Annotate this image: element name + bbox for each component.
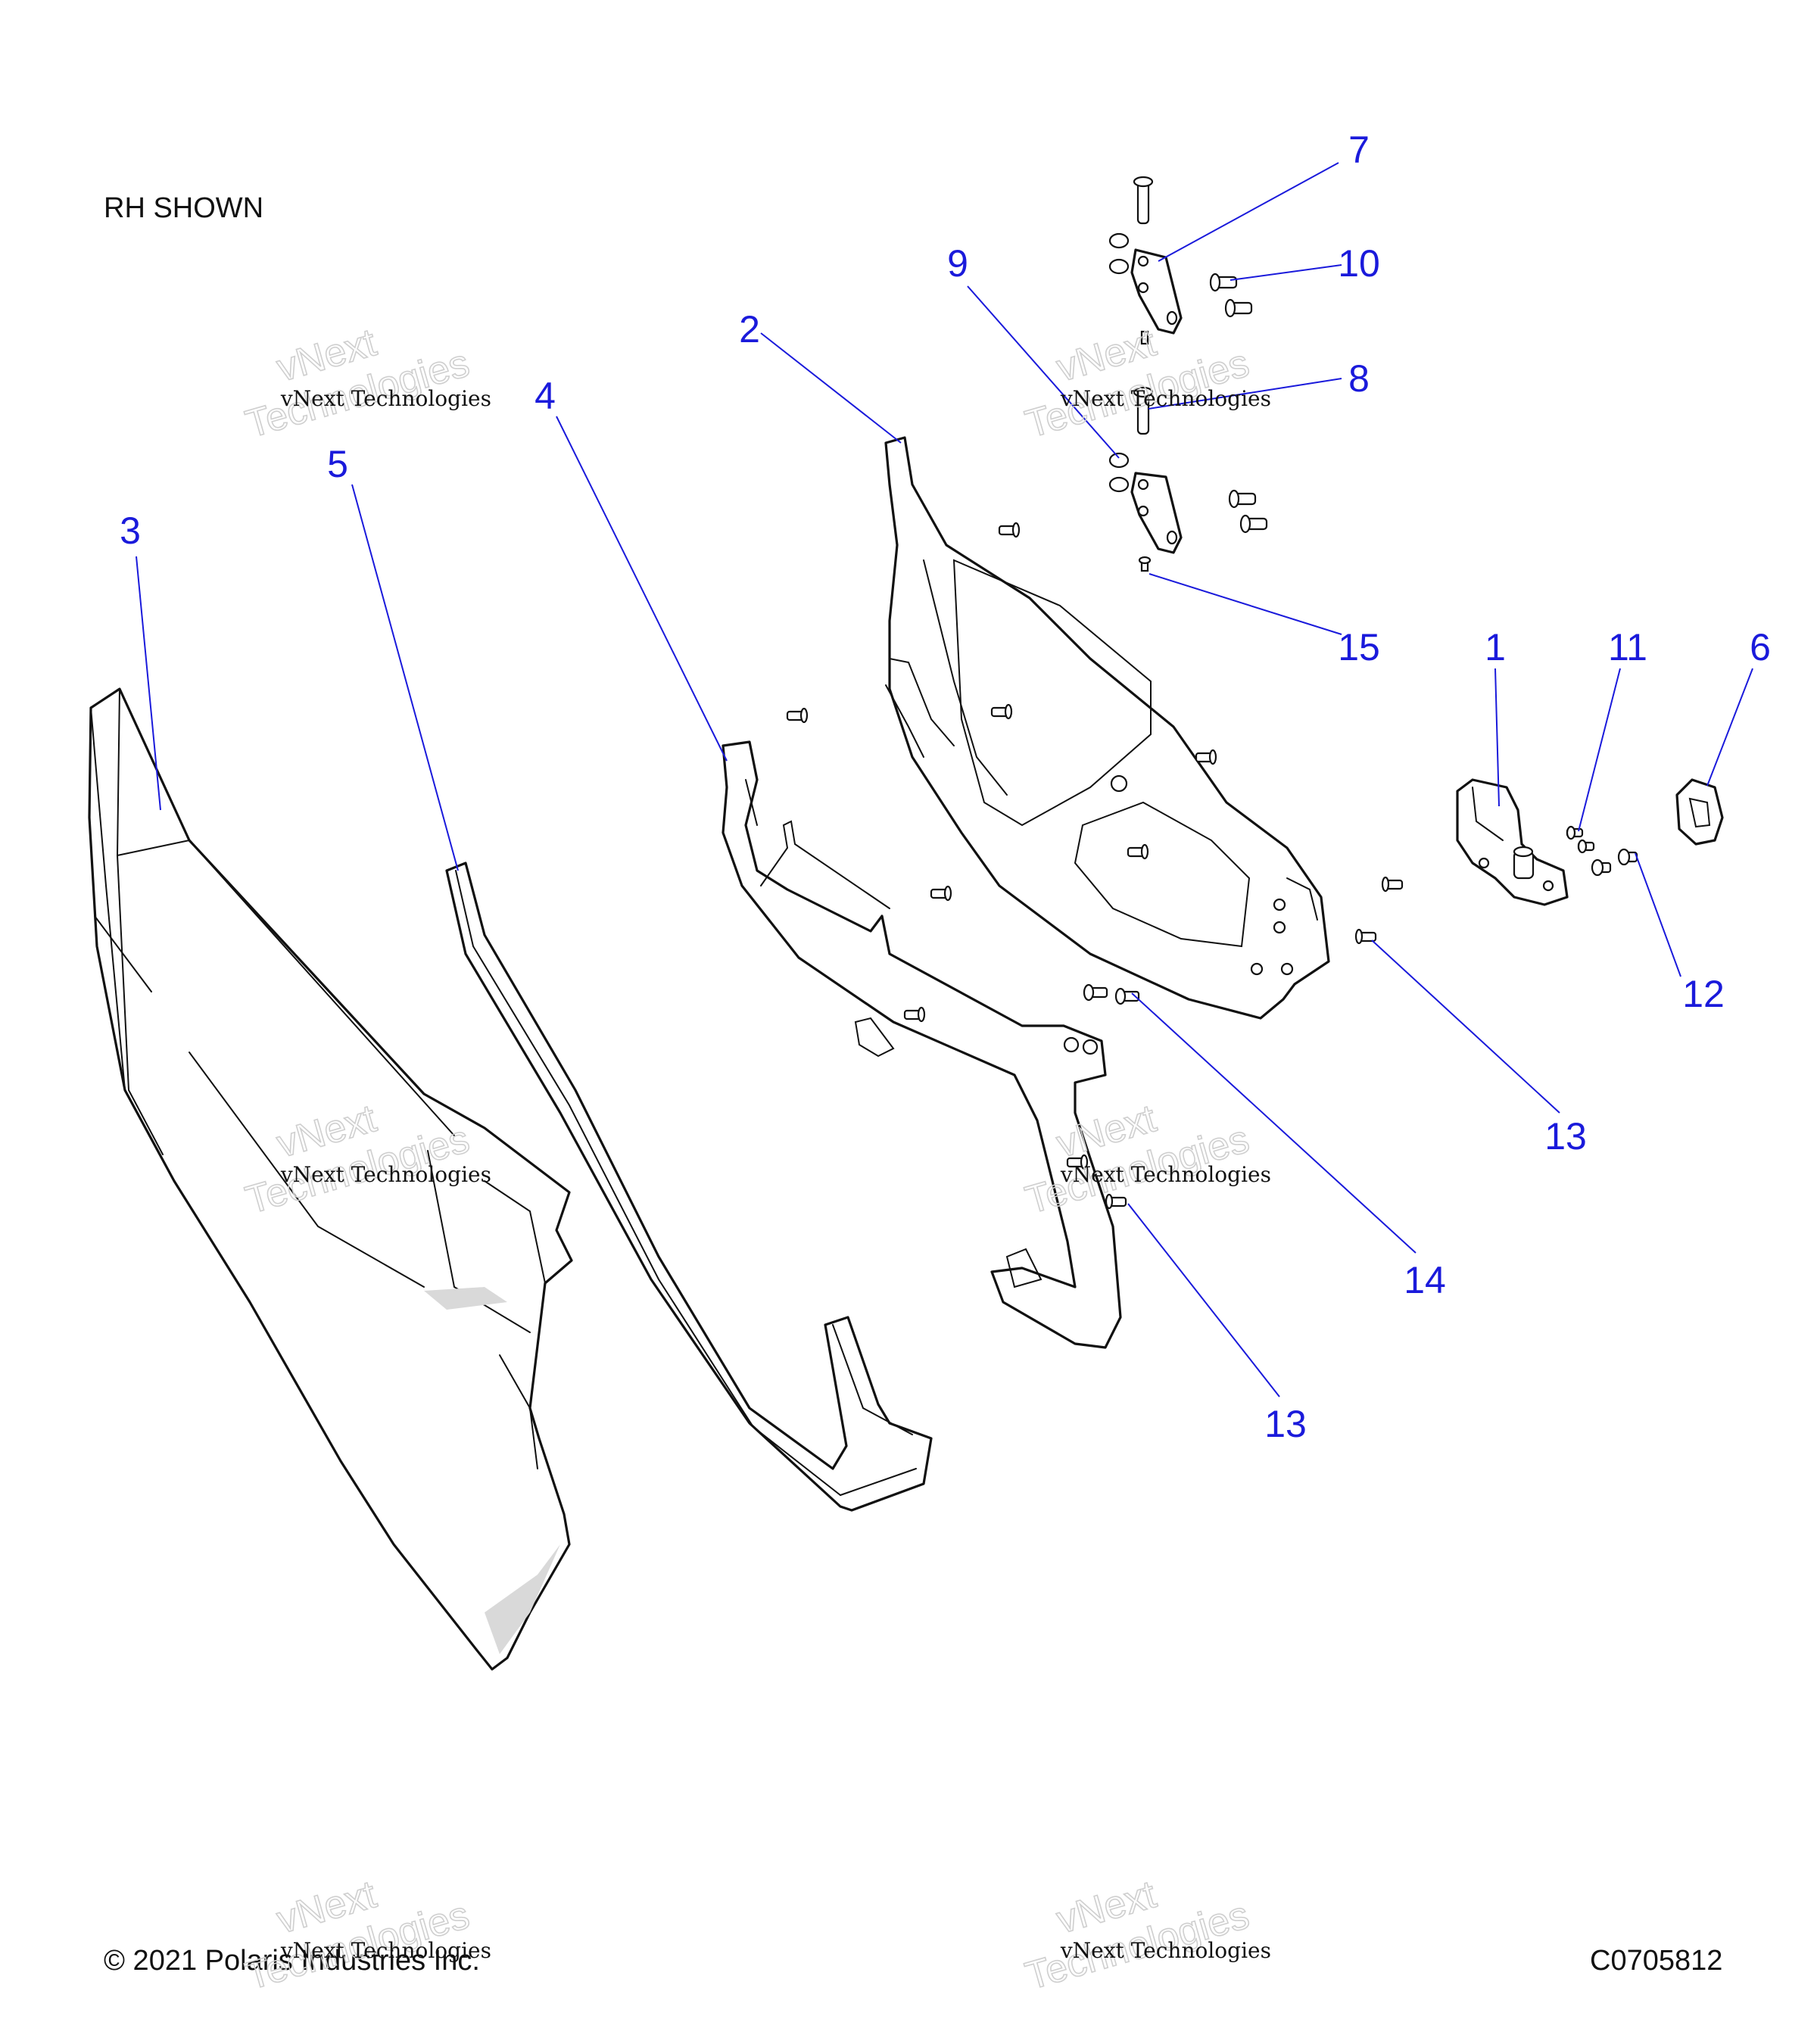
callout-15: 15 [1338, 626, 1380, 668]
screw-15 [1138, 556, 1152, 572]
leader-4 [556, 416, 728, 762]
leader-10 [1230, 264, 1342, 281]
part-1-latch [1456, 778, 1569, 906]
svg-text:vNext Technologies: vNext Technologies [280, 386, 491, 411]
watermark-2: vNext Technologies vNext Technologies [1021, 319, 1271, 447]
part-5-seal [445, 862, 933, 1512]
upper-hinge-group [1108, 176, 1253, 345]
callout-13a: 13 [1544, 1115, 1587, 1158]
svg-text:vNext Technologies: vNext Technologies [1060, 1162, 1271, 1187]
part-2-inner-frame [884, 436, 1330, 1020]
part-4-lower-frame [722, 740, 1122, 1349]
leader-13a [1371, 939, 1560, 1114]
callout-14: 14 [1404, 1259, 1446, 1301]
callout-12: 12 [1682, 973, 1725, 1015]
leader-5 [351, 484, 459, 871]
washer-upper-2 [1108, 258, 1130, 275]
rh-shown-note: RH SHOWN [104, 192, 263, 224]
copyright-text: © 2021 Polaris Industries Inc. [104, 1945, 480, 1977]
callout-6: 6 [1750, 626, 1771, 668]
hinge-bracket-upper [1130, 248, 1183, 335]
leader-9 [967, 285, 1120, 459]
screws-11 [1566, 825, 1595, 854]
callouts: 7 10 8 9 15 2 3 5 4 1 11 6 12 13 14 13 [120, 129, 1771, 1445]
callout-5: 5 [327, 443, 348, 485]
callout-13b: 13 [1264, 1403, 1307, 1445]
callout-9: 9 [947, 242, 968, 285]
washer-upper-1 [1108, 232, 1130, 249]
bolt-10a [1209, 273, 1238, 292]
svg-text:vNext Technologies: vNext Technologies [1060, 386, 1271, 411]
callout-7: 7 [1348, 129, 1370, 171]
leader-12 [1635, 852, 1681, 977]
part-6-striker [1675, 778, 1724, 846]
loose-fasteners [786, 522, 1404, 1210]
leader-8 [1148, 378, 1342, 410]
leader-13b [1127, 1203, 1280, 1397]
leader-2 [760, 332, 902, 444]
hinge-pin-upper [1136, 180, 1150, 225]
bolt-10b [1224, 298, 1253, 318]
callout-2: 2 [739, 308, 760, 351]
callout-3: 3 [120, 509, 141, 552]
watermark-6: vNext Technologies vNext Technologies [1021, 1871, 1271, 1999]
callout-8: 8 [1348, 357, 1370, 400]
leader-15 [1148, 573, 1342, 635]
leader-3 [136, 556, 161, 811]
callout-11: 11 [1608, 626, 1647, 668]
svg-text:vNext Technologies: vNext Technologies [280, 1162, 491, 1187]
leader-11 [1578, 668, 1621, 832]
watermark-5: vNext Technologies vNext Technologies [241, 1871, 491, 1999]
svg-text:vNext Technologies: vNext Technologies [280, 1938, 491, 1963]
lower-hinge-group [1108, 386, 1268, 572]
leader-lines [136, 162, 1753, 1397]
bolts-12 [1591, 848, 1638, 877]
callout-10: 10 [1338, 242, 1380, 285]
callout-4: 4 [535, 375, 556, 417]
leader-14 [1131, 992, 1417, 1254]
leader-6 [1706, 668, 1753, 787]
leader-1 [1494, 668, 1500, 807]
watermark-1: vNext Technologies vNext Technologies [241, 319, 491, 447]
leader-7 [1158, 162, 1339, 262]
svg-text:vNext Technologies: vNext Technologies [1060, 1938, 1271, 1963]
diagram-code: C0705812 [1590, 1945, 1722, 1977]
callout-1: 1 [1485, 626, 1506, 668]
part-3-door-panel [88, 687, 573, 1671]
